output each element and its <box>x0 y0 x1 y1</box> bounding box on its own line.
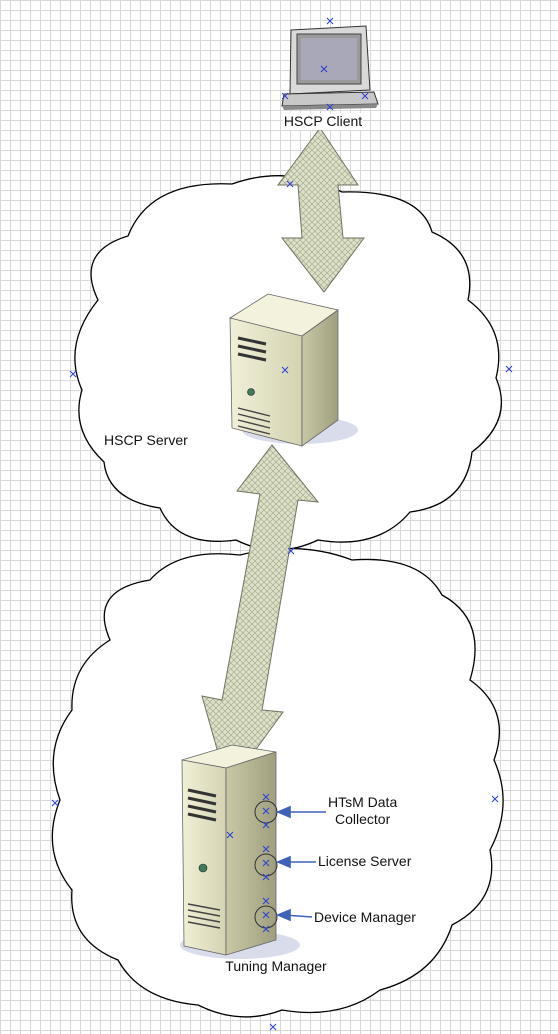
htsm-data-collector-line1: HTsM Data <box>328 794 398 810</box>
tuning-manager-cloud[interactable] <box>51 547 504 1018</box>
htsm-data-collector-label: HTsM Data Collector <box>328 794 397 828</box>
device-manager-label: Device Manager <box>314 909 416 925</box>
license-server-connector[interactable] <box>254 853 278 877</box>
tuning-manager-label: Tuning Manager <box>225 958 327 974</box>
device-manager-connector[interactable] <box>254 905 278 929</box>
hscp-server-label: HSCP Server <box>104 432 188 448</box>
selection-markers <box>51 17 513 1031</box>
component-connectors <box>254 800 278 929</box>
hscp-client-label: HSCP Client <box>282 113 364 130</box>
license-server-label: License Server <box>318 853 412 869</box>
tuning-manager-server-icon[interactable] <box>180 744 300 959</box>
htsm-data-collector-line2: Collector <box>334 811 391 827</box>
hscp-server-icon[interactable] <box>228 293 358 447</box>
pointer-arrows <box>275 805 326 922</box>
